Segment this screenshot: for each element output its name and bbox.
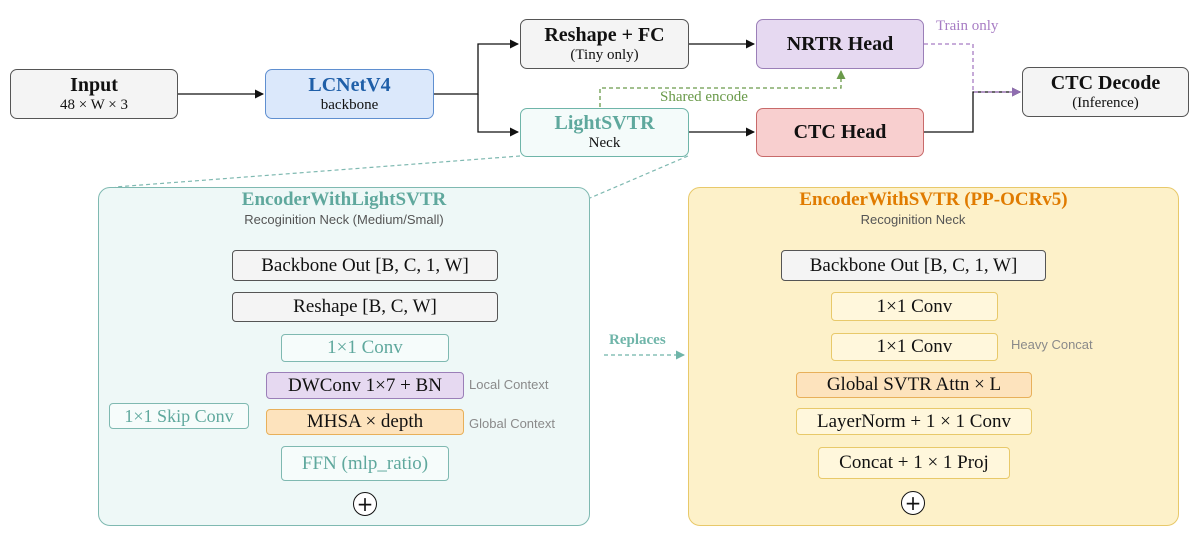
reshape-fc-sub: (Tiny only) bbox=[570, 46, 639, 63]
ffn-block: FFN (mlp_ratio) bbox=[281, 446, 449, 481]
backbone-title: LCNetV4 bbox=[308, 73, 391, 96]
edge-shared-encode bbox=[599, 70, 846, 107]
backbone-sub: backbone bbox=[320, 96, 379, 113]
local-context-annotation: Local Context bbox=[469, 377, 549, 392]
reshape-fc-node: Reshape + FC (Tiny only) bbox=[520, 19, 689, 69]
left-panel-subtitle: Recoginition Neck (Medium/Small) bbox=[244, 212, 444, 227]
lightsvtr-sub: Neck bbox=[588, 135, 621, 152]
concat-proj-block: Concat + 1 × 1 Proj bbox=[818, 447, 1010, 479]
reshape-fc-title: Reshape + FC bbox=[544, 23, 665, 46]
input-node: Input 48 × W × 3 bbox=[10, 69, 178, 119]
backbone-node: LCNetV4 backbone bbox=[265, 69, 434, 119]
left-add-icon: + bbox=[353, 492, 377, 516]
shared-encode-label: Shared encode bbox=[660, 89, 748, 105]
nrtr-head-title: NRTR Head bbox=[786, 32, 894, 55]
input-shape: 48 × W × 3 bbox=[59, 96, 129, 113]
global-context-annotation: Global Context bbox=[469, 416, 555, 431]
left-backbone-out-block: Backbone Out [B, C, 1, W] bbox=[232, 250, 498, 281]
edge-backbone-reshapefc bbox=[434, 39, 519, 95]
zoom-line-left bbox=[114, 155, 521, 188]
layernorm-block: LayerNorm + 1 × 1 Conv bbox=[796, 408, 1032, 435]
left-panel-title: EncoderWithLightSVTR bbox=[241, 189, 447, 210]
global-svtr-attn-block: Global SVTR Attn × L bbox=[796, 372, 1032, 398]
right-conv-b-block: 1×1 Conv bbox=[831, 333, 998, 361]
nrtr-head-node: NRTR Head bbox=[756, 19, 924, 69]
right-backbone-out-block: Backbone Out [B, C, 1, W] bbox=[781, 250, 1046, 281]
edge-backbone-lightsvtr bbox=[477, 94, 519, 137]
input-title: Input bbox=[70, 73, 118, 96]
ctc-decode-title: CTC Decode bbox=[1050, 71, 1161, 94]
zoom-line-right bbox=[589, 155, 689, 199]
skip-conv-block: 1×1 Skip Conv bbox=[109, 403, 249, 429]
right-add-icon: + bbox=[901, 491, 925, 515]
dwconv-block: DWConv 1×7 + BN bbox=[266, 372, 464, 399]
lightsvtr-node: LightSVTR Neck bbox=[520, 108, 689, 157]
mhsa-block: MHSA × depth bbox=[266, 409, 464, 435]
train-only-label: Train only bbox=[936, 18, 999, 34]
lightsvtr-title: LightSVTR bbox=[554, 112, 655, 135]
right-conv-a-block: 1×1 Conv bbox=[831, 292, 998, 321]
right-panel-title: EncoderWithSVTR (PP-OCRv5) bbox=[799, 189, 1068, 210]
right-panel-subtitle: Recoginition Neck bbox=[860, 212, 966, 227]
ctc-head-title: CTC Head bbox=[793, 121, 887, 143]
left-reshape-block: Reshape [B, C, W] bbox=[232, 292, 498, 322]
left-conv1x1-block: 1×1 Conv bbox=[281, 334, 449, 362]
edge-ctc-decode bbox=[924, 87, 1021, 133]
ctc-decode-node: CTC Decode (Inference) bbox=[1022, 67, 1189, 117]
ctc-decode-sub: (Inference) bbox=[1072, 94, 1139, 111]
replaces-label: Replaces bbox=[609, 332, 666, 348]
heavy-concat-annotation: Heavy Concat bbox=[1011, 337, 1093, 352]
edge-nrtr-decode bbox=[924, 43, 1021, 97]
ctc-head-node: CTC Head bbox=[756, 108, 924, 157]
